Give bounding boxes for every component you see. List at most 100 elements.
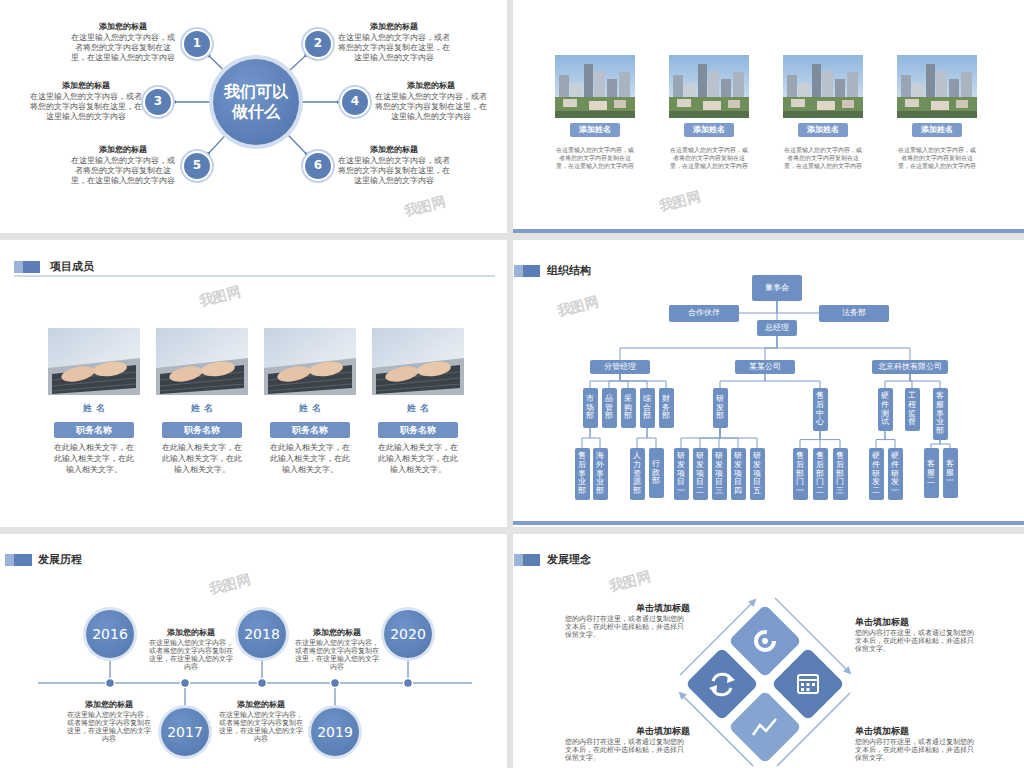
year-circle: 2017 (161, 708, 209, 756)
node-text: 客服一 (946, 460, 954, 486)
item-text: 在这里输入您的文字内容，或者将您的文字内容复制在这里，在这里输入您的文字内容 (294, 639, 380, 671)
watermark: 我图网 (189, 281, 251, 313)
node-text: 人力资源部 (633, 452, 641, 496)
node-text: 职务名称 (184, 425, 220, 435)
org-connector (820, 431, 840, 448)
spoke-dot (206, 152, 210, 156)
year-circle: 2019 (311, 708, 359, 756)
org-connector (885, 431, 895, 448)
section-markers (5, 261, 540, 566)
spoke-line (208, 135, 226, 154)
node-text: 我们可以做什么 (221, 82, 291, 122)
node-text: 2016 (92, 626, 128, 642)
org-connector (739, 301, 777, 313)
section-title: 发展理念 (547, 553, 647, 566)
org-box: 分管经理 (590, 360, 650, 374)
job-box: 职务名称 (162, 422, 242, 438)
job-box: 职务名称 (270, 422, 350, 438)
node-text: 综合部 (643, 395, 651, 421)
node-text: 售后部门三 (836, 452, 844, 496)
org-column-box: 综合部 (640, 388, 655, 428)
org-column-box: 硬件测试 (878, 388, 893, 431)
spoke-dot (172, 100, 176, 104)
org-column-box: 研发项目一 (674, 448, 689, 500)
org-connector (582, 428, 590, 448)
spoke-line (289, 55, 306, 71)
org-column-box: 售后部门一 (793, 448, 808, 500)
spoke-dot (206, 53, 210, 57)
spoke-line (208, 55, 224, 70)
watermark: 我图网 (394, 191, 456, 223)
caption-text: 在这里输入您的文字内容，或者将您的文字内容复制在这里，在这里输入您的文字内容 (555, 146, 635, 169)
org-connector (777, 301, 778, 320)
item-heading: 添加您的标题 (338, 22, 450, 32)
item-text: 您的内容打在这里，或者通过复制您的文本后，在此框中选择粘贴，并选择只保留文字。 (855, 738, 975, 762)
org-connector (765, 374, 820, 388)
name-box: 添加姓名 (684, 123, 734, 136)
node-text: 采购部 (624, 395, 632, 421)
item-heading: 添加您的标题 (66, 700, 152, 710)
node-text: 某某公司 (749, 362, 781, 371)
org-column-box: 硬件研发二 (869, 448, 884, 500)
node-text: 硬件研发一 (891, 452, 899, 496)
year-circle: 2016 (86, 610, 134, 658)
number-circle: 6 (305, 153, 331, 179)
job-box: 职务名称 (378, 422, 458, 438)
org-column-box: 研发项目三 (712, 448, 727, 500)
item-heading: 单击填加标题 (575, 726, 690, 737)
watermark: 我图网 (649, 186, 711, 218)
member-name: 姓 名 (64, 403, 124, 414)
section-title: 项目成员 (50, 260, 150, 273)
org-box: 法务部 (819, 305, 889, 322)
node-text: 2017 (167, 724, 203, 740)
item-text: 在这里输入您的文字内容，或者将您的文字内容复制在这里，在这里输入您的文字内容 (66, 711, 152, 743)
node-text: 总经理 (765, 323, 789, 332)
node-text: 品管部 (605, 395, 613, 421)
year-circle: 2018 (238, 610, 286, 658)
org-column-box: 售后中心 (813, 388, 828, 431)
item-text: 在这里输入您的文字内容，或者将您的文字内容复制在这里，在这里输入您的文字内容 (218, 711, 304, 743)
node-text: 客服事业部 (936, 392, 944, 436)
org-connector (590, 374, 620, 388)
org-column-box: 研发项目五 (750, 448, 765, 500)
org-connector (620, 336, 777, 360)
org-connector (931, 440, 940, 448)
node-text: 1 (193, 37, 201, 51)
center-circle: 我们可以做什么 (213, 59, 299, 145)
member-name: 姓 名 (388, 403, 448, 414)
item-text: 您的内容打在这里，或者通过复制您的文本后，在此框中选择粘贴，并选择只保留文字。 (565, 738, 690, 762)
node-text: 添加姓名 (693, 125, 725, 134)
org-column-box: 客服二 (924, 448, 939, 498)
org-connector (910, 374, 940, 388)
org-column-box: 品管部 (602, 388, 617, 428)
spoke-line (287, 134, 307, 154)
member-text: 在此输入相关文字，在此输入相关文字，在此输入相关文字。 (54, 443, 134, 475)
org-box: 董事会 (752, 275, 802, 301)
org-column-box: 人力资源部 (630, 448, 645, 500)
watermark: 我图网 (599, 566, 661, 598)
member-text: 在此输入相关文字，在此输入相关文字，在此输入相关文字。 (378, 443, 458, 475)
org-box: 北京科技有限公司 (872, 360, 948, 374)
photos (48, 55, 977, 395)
node-text: 职务名称 (76, 425, 112, 435)
node-text: 行政部 (652, 460, 660, 486)
item-text: 在这里输入您的文字内容，或者将您的文字内容复制在这里，在这里输入您的文字内容 (68, 33, 178, 63)
org-connector (681, 428, 720, 448)
member-text: 在此输入相关文字，在此输入相关文字，在此输入相关文字。 (162, 443, 242, 475)
item-heading: 添加您的标题 (375, 81, 487, 91)
section-title: 组织结构 (547, 264, 647, 277)
item-text: 在这里输入您的文字内容，或者将您的文字内容复制在这里，在这里输入您的文字内容 (148, 639, 234, 671)
number-circle: 1 (184, 31, 210, 57)
item-heading: 添加您的标题 (30, 81, 142, 91)
node-text: 董事会 (765, 283, 789, 292)
node-text: 研发项目二 (696, 452, 704, 496)
org-box: 总经理 (757, 320, 797, 336)
node-text: 职务名称 (292, 425, 328, 435)
item-text: 在这里输入您的文字内容，或者将您的文字内容复制在这里，在这里输入您的文字内容 (338, 156, 450, 186)
org-column-box: 客服一 (943, 448, 958, 498)
org-connector (885, 374, 910, 388)
item-text: 在这里输入您的文字内容，或者将您的文字内容复制在这里，在这里输入您的文字内容 (338, 33, 450, 63)
node-text: 6 (314, 159, 322, 173)
node-text: 研发项目五 (753, 452, 761, 496)
